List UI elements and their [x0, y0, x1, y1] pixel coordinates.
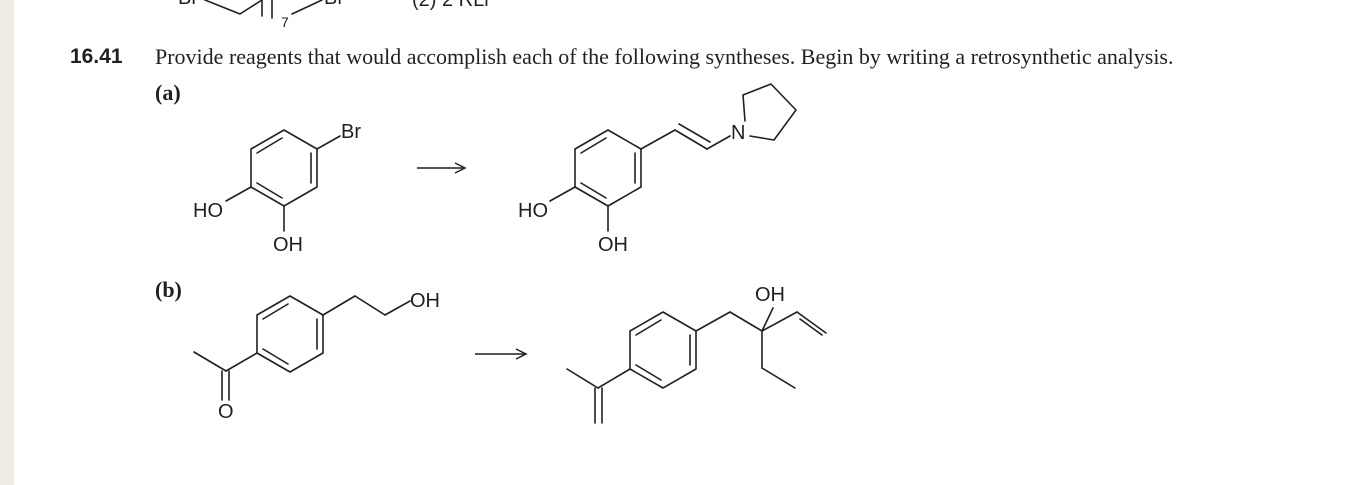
alkene-bond — [678, 123, 711, 143]
aromatic-double-bond — [256, 182, 283, 199]
hydroxyl-label: OH — [598, 234, 628, 256]
aromatic-double-bond — [262, 303, 289, 320]
hydroxyl-label: HO — [518, 200, 548, 222]
part-a-product: N HO OH — [518, 83, 797, 256]
oxygen-label: O — [218, 401, 234, 423]
aromatic-double-bond — [635, 364, 662, 381]
chain-bond — [706, 135, 731, 150]
part-a-label: (a) — [155, 80, 181, 105]
part-b-starting-material: O OH — [193, 290, 440, 423]
vinyl-bond — [761, 311, 798, 332]
reaction-arrow-a — [417, 162, 467, 174]
vinyl-double-bond — [799, 318, 823, 336]
page-margin-strip — [0, 0, 14, 485]
chain-bond — [640, 129, 676, 150]
hydroxyl-label: OH — [410, 290, 440, 312]
previous-problem-fragment: Br 7 Br (2) 2 RLi — [178, 0, 489, 30]
methyl-bond — [193, 351, 227, 372]
chain-bond — [695, 311, 731, 332]
acyl-bond — [225, 352, 258, 372]
chain-bond — [384, 300, 411, 316]
c-br-bond — [316, 135, 341, 150]
alkene-bond — [674, 129, 708, 150]
part-b-product: OH — [566, 284, 827, 424]
c-oh-bond — [549, 186, 576, 202]
fragment-br-right: Br — [324, 0, 344, 9]
vinyl-double-bond — [796, 311, 827, 334]
fragment-subscript: 7 — [281, 14, 289, 30]
c-oh-bond — [761, 307, 774, 332]
fragment-reagent: (2) 2 RLi — [412, 0, 489, 11]
hydroxyl-label: OH — [755, 284, 785, 306]
reaction-arrow-b — [475, 348, 528, 360]
aromatic-double-bond — [580, 137, 607, 154]
part-b-label: (b) — [155, 277, 182, 302]
fragment-chain — [204, 0, 263, 15]
aromatic-double-bond — [256, 137, 283, 154]
benzene-ring — [629, 311, 697, 389]
fragment-chain-right — [291, 0, 323, 15]
part-a-starting-material: Br HO OH — [193, 121, 361, 256]
problem-statement: Provide reagents that would accomplish e… — [155, 44, 1174, 69]
pyrrolidine-ring — [742, 83, 797, 141]
aromatic-double-bond — [635, 319, 662, 336]
methyl-bond — [566, 368, 599, 389]
benzene-ring — [574, 129, 642, 207]
chain-bond — [729, 311, 763, 332]
chain-bond — [354, 295, 386, 316]
hydroxyl-label: OH — [273, 234, 303, 256]
benzene-ring — [250, 129, 318, 207]
problem-number: 16.41 — [70, 45, 123, 68]
isopropenyl-bond — [597, 368, 631, 389]
nitrogen-label: N — [731, 122, 745, 144]
hydroxyl-label: HO — [193, 200, 223, 222]
ethyl-bond — [761, 367, 796, 389]
aromatic-double-bond — [580, 182, 607, 199]
benzene-ring — [256, 295, 324, 373]
fragment-br-left: Br — [178, 0, 198, 9]
aromatic-double-bond — [262, 348, 289, 365]
c-oh-bond — [225, 186, 252, 202]
bromine-label: Br — [341, 121, 361, 143]
chain-bond — [322, 295, 356, 316]
